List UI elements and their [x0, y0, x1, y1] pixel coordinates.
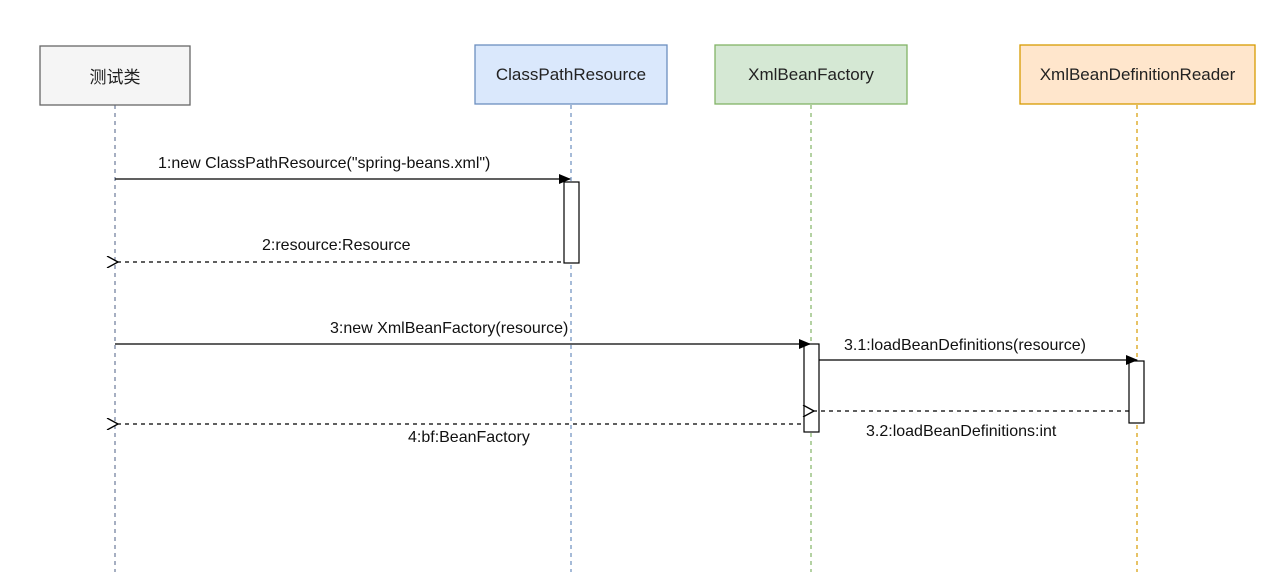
- participant-xmlbeandefinitionreader: XmlBeanDefinitionReader: [1020, 45, 1255, 104]
- participant-label-test: 测试类: [89, 68, 141, 87]
- message-label-3: 3:new XmlBeanFactory(resource): [330, 320, 569, 337]
- participant-label-xmlbeanfactory: XmlBeanFactory: [748, 64, 874, 84]
- participant-label-xmlbeandefinitionreader: XmlBeanDefinitionReader: [1039, 64, 1236, 84]
- participant-label-classpathresource: ClassPathResource: [495, 64, 647, 84]
- participant-box-test: [39, 45, 191, 106]
- message-label-4: 4:bf:BeanFactory: [408, 429, 530, 446]
- participant-box-classpathresource: [474, 44, 668, 105]
- message-label-3-1: 3.1:loadBeanDefinitions(resource): [844, 337, 1086, 354]
- message-label-2: 2:resource:Resource: [262, 237, 411, 254]
- activation-classpathresource: [563, 181, 580, 264]
- participant-box-xmlbeandefinitionreader: [1019, 44, 1256, 105]
- message-label-1: 1:new ClassPathResource("spring-beans.xm…: [158, 155, 491, 172]
- message-label-3-2: 3.2:loadBeanDefinitions:int: [866, 423, 1057, 440]
- participant-test: 测试类: [40, 46, 190, 105]
- participant-box-xmlbeanfactory: [714, 44, 908, 105]
- participant-xmlbeanfactory: XmlBeanFactory: [715, 45, 907, 104]
- participant-classpathresource: ClassPathResource: [475, 45, 667, 104]
- activation-xmlbeandefinitionreader: [1128, 360, 1145, 424]
- activation-xmlbeanfactory: [803, 343, 820, 433]
